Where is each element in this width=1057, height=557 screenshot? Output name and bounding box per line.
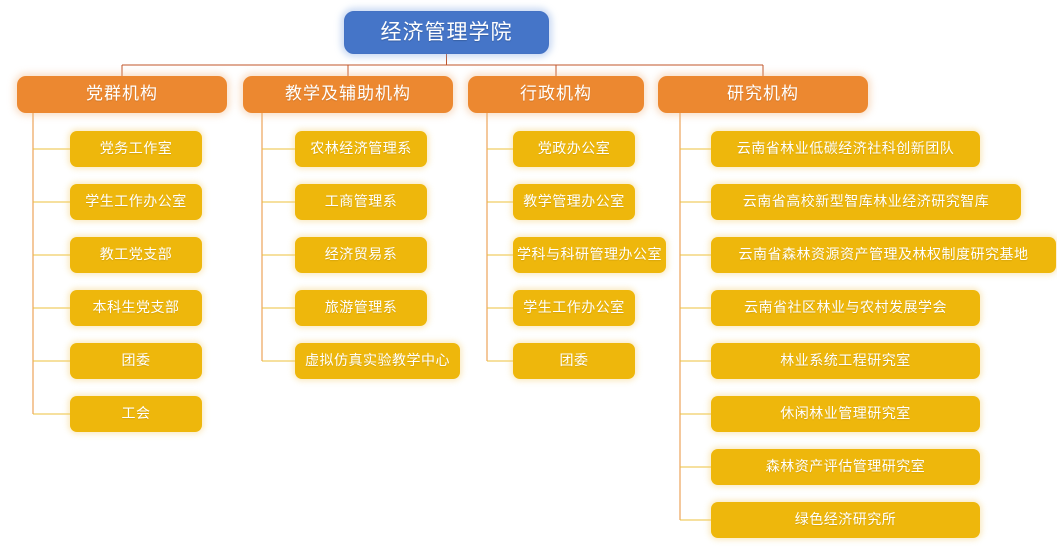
leaf-node-party-1[interactable]: 学生工作办公室 bbox=[70, 184, 202, 220]
leaf-node-research-1[interactable]: 云南省高校新型智库林业经济研究智库 bbox=[711, 184, 1021, 220]
root-node-college[interactable]: 经济管理学院 bbox=[344, 11, 549, 54]
branch-node-party[interactable]: 党群机构 bbox=[17, 76, 227, 113]
leaf-node-admin-3[interactable]: 学生工作办公室 bbox=[513, 290, 635, 326]
leaf-node-research-3[interactable]: 云南省社区林业与农村发展学会 bbox=[711, 290, 980, 326]
leaf-node-research-2[interactable]: 云南省森林资源资产管理及林权制度研究基地 bbox=[711, 237, 1056, 273]
leaf-node-research-6[interactable]: 森林资产评估管理研究室 bbox=[711, 449, 980, 485]
leaf-node-party-0[interactable]: 党务工作室 bbox=[70, 131, 202, 167]
leaf-node-party-5[interactable]: 工会 bbox=[70, 396, 202, 432]
leaf-node-research-5[interactable]: 休闲林业管理研究室 bbox=[711, 396, 980, 432]
leaf-node-research-4[interactable]: 林业系统工程研究室 bbox=[711, 343, 980, 379]
leaf-node-admin-2[interactable]: 学科与科研管理办公室 bbox=[513, 237, 666, 273]
branch-node-admin[interactable]: 行政机构 bbox=[468, 76, 644, 113]
leaf-node-research-7[interactable]: 绿色经济研究所 bbox=[711, 502, 980, 538]
leaf-node-party-2[interactable]: 教工党支部 bbox=[70, 237, 202, 273]
leaf-node-research-0[interactable]: 云南省林业低碳经济社科创新团队 bbox=[711, 131, 980, 167]
leaf-node-party-4[interactable]: 团委 bbox=[70, 343, 202, 379]
leaf-node-party-3[interactable]: 本科生党支部 bbox=[70, 290, 202, 326]
branch-node-research[interactable]: 研究机构 bbox=[658, 76, 868, 113]
leaf-node-admin-1[interactable]: 教学管理办公室 bbox=[513, 184, 635, 220]
leaf-node-teaching-0[interactable]: 农林经济管理系 bbox=[295, 131, 427, 167]
leaf-node-admin-4[interactable]: 团委 bbox=[513, 343, 635, 379]
leaf-node-teaching-3[interactable]: 旅游管理系 bbox=[295, 290, 427, 326]
leaf-node-admin-0[interactable]: 党政办公室 bbox=[513, 131, 635, 167]
leaf-node-teaching-4[interactable]: 虚拟仿真实验教学中心 bbox=[295, 343, 460, 379]
branch-node-teaching[interactable]: 教学及辅助机构 bbox=[243, 76, 453, 113]
leaf-node-teaching-1[interactable]: 工商管理系 bbox=[295, 184, 427, 220]
leaf-node-teaching-2[interactable]: 经济贸易系 bbox=[295, 237, 427, 273]
